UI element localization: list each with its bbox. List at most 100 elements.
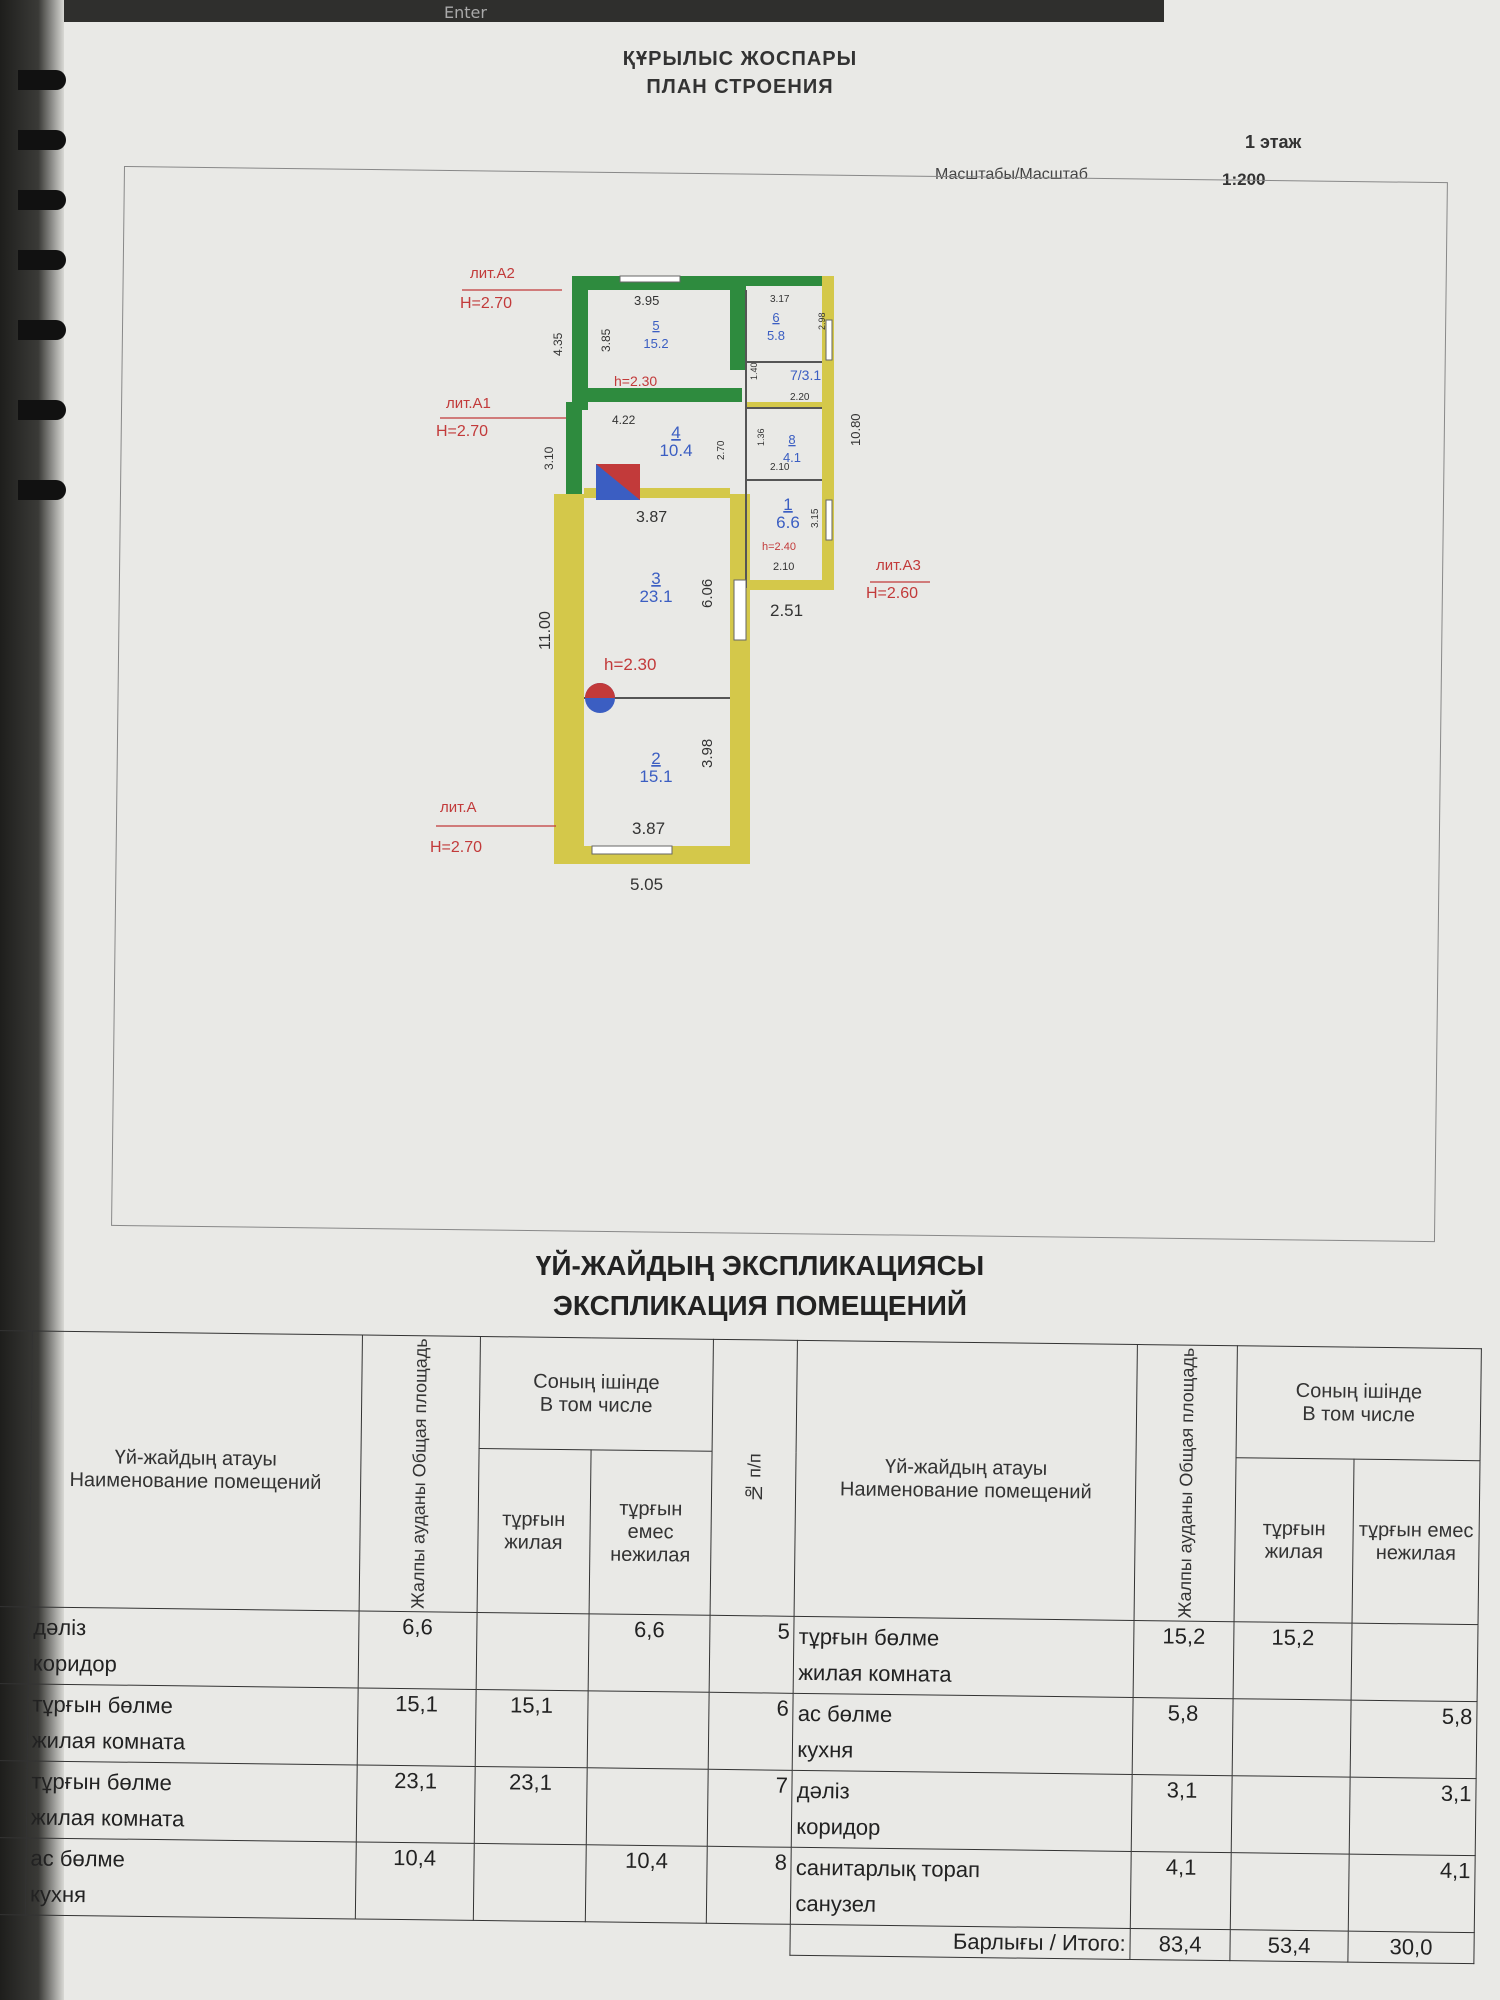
floor-plan-drawing: лит.А2Н=2.70лит.А1Н=2.70лит.А3Н=2.60лит.… — [430, 265, 930, 894]
header-nonresidential: тұрғын емес нежилая — [1352, 1459, 1481, 1625]
wall-yellow — [746, 402, 834, 408]
total-area: 3,1 — [1131, 1774, 1233, 1853]
dimension-label: 6.06 — [699, 579, 716, 608]
dimension-label: 1.40 — [749, 362, 759, 380]
scale-value: 1:200 — [1222, 170, 1266, 189]
row-number — [0, 1760, 28, 1838]
height-label: Н=2.60 — [866, 585, 918, 602]
dimension-label: 4.22 — [612, 413, 636, 427]
lit-label: лит.А3 — [876, 557, 921, 574]
row-number: 6 — [708, 1691, 794, 1770]
room-number: 6 — [772, 310, 779, 325]
dimension-label: 3.98 — [699, 739, 716, 768]
dimension-label: 2.10 — [773, 561, 794, 573]
binding-ring — [18, 70, 66, 90]
dimension-label: 3.10 — [542, 446, 556, 470]
plan-title-kz: ҚҰРЫЛЫС ЖОСПАРЫ — [622, 48, 858, 70]
explication-title-ru: ЭКСПЛИКАЦИЯ ПОМЕЩЕНИЙ — [552, 1290, 968, 1321]
dimension-label: 2.70 — [716, 440, 727, 460]
grand-total: 83,4 — [1129, 1928, 1231, 1961]
total-area: 15,1 — [356, 1687, 476, 1767]
nonresidential-area — [585, 1767, 709, 1846]
room-number: 4 — [671, 423, 680, 442]
room-area: 10.4 — [659, 441, 692, 460]
row-number: 8 — [706, 1845, 792, 1924]
row-number — [0, 1837, 27, 1915]
residential-area — [475, 1612, 589, 1691]
binding-ring — [18, 190, 66, 210]
residential-area: 15,1 — [474, 1689, 588, 1768]
header-blank — [0, 1330, 33, 1607]
dimension-label: 2.20 — [790, 392, 810, 403]
dimension-label: 5.05 — [630, 875, 663, 894]
nonresidential-area: 4,1 — [1348, 1853, 1476, 1933]
total-area: 5,8 — [1132, 1697, 1234, 1776]
row-number — [0, 1683, 29, 1761]
wall-yellow — [554, 494, 584, 864]
header-total: Жалпы ауданы Общая площадь — [1134, 1344, 1238, 1622]
height-label: Н=2.70 — [460, 295, 512, 312]
nonresidential-area — [1351, 1622, 1479, 1702]
floor-label: 1 этаж — [1245, 132, 1302, 152]
wall-green — [572, 276, 588, 410]
room-area: 7/3.1 — [790, 367, 821, 383]
room-number: 8 — [788, 432, 795, 447]
residential-area — [472, 1843, 586, 1922]
wall-green — [566, 402, 582, 502]
binding-ring — [18, 130, 66, 150]
explication-title-kz: ҮЙ-ЖАЙДЫҢ ЭКСПЛИКАЦИЯСЫ — [535, 1250, 985, 1281]
total-area: 4,1 — [1130, 1851, 1232, 1930]
nonresidential-area: 6,6 — [587, 1613, 711, 1692]
dimension-label: 1.36 — [756, 428, 766, 446]
room-area: 15.2 — [643, 336, 668, 351]
dimension-label: 3.95 — [634, 293, 659, 308]
binding-ring — [18, 250, 66, 270]
dimension-label: 10.80 — [848, 413, 863, 446]
total-nonresidential: 30,0 — [1347, 1930, 1475, 1964]
dimension-label: 3.17 — [770, 294, 790, 305]
binding-ring — [18, 400, 66, 420]
wall-green — [730, 276, 746, 370]
residential-area: 23,1 — [473, 1766, 587, 1845]
header-number: № п/п — [710, 1339, 798, 1616]
residential-area — [1232, 1698, 1352, 1777]
total-area: 23,1 — [355, 1764, 475, 1844]
height-label: Н=2.70 — [436, 423, 488, 440]
nonresidential-area: 5,8 — [1350, 1699, 1478, 1779]
wall-yellow — [746, 580, 834, 590]
row-number: 7 — [707, 1768, 793, 1847]
dimension-label: 3.87 — [636, 509, 667, 526]
row-number — [0, 1606, 30, 1684]
room-number: 2 — [651, 749, 660, 768]
lit-label: лит.А2 — [470, 265, 515, 282]
dimension-label: 3.87 — [632, 819, 665, 838]
row-number: 5 — [709, 1614, 795, 1693]
nonresidential-area: 3,1 — [1349, 1776, 1477, 1856]
height-label: h=2.40 — [762, 541, 796, 553]
room-area: 5.8 — [767, 328, 785, 343]
plan-title-ru: ПЛАН СТРОЕНИЯ — [646, 76, 834, 98]
dimension-label: 2.51 — [770, 601, 803, 620]
dimension-label: 2.98 — [817, 312, 827, 330]
residential-area: 15,2 — [1233, 1621, 1353, 1700]
keyboard-edge: Enter — [64, 0, 1164, 22]
room-area: 4.1 — [783, 450, 801, 465]
lit-label: лит.А1 — [446, 395, 491, 412]
total-area: 15,2 — [1133, 1620, 1235, 1699]
enter-key-label: Enter — [444, 3, 487, 22]
dimension-label: 2.10 — [770, 462, 790, 473]
wall-green — [572, 276, 746, 290]
binding-ring — [18, 320, 66, 340]
dimension-label: 4.35 — [551, 332, 565, 356]
